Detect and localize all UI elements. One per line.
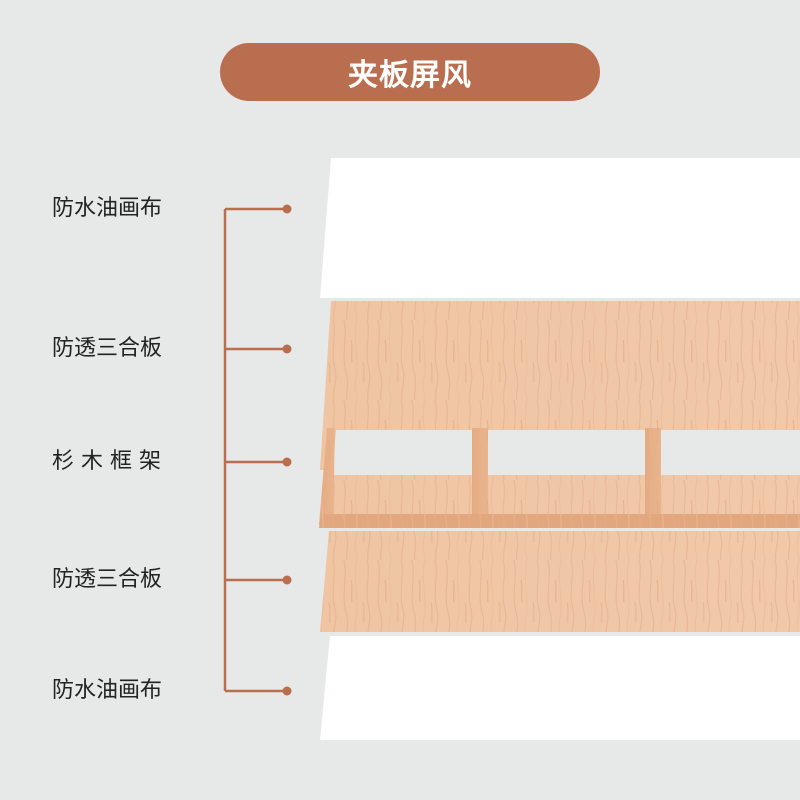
bracket-connector (223, 204, 292, 696)
connector-dot-layer-1 (282, 204, 292, 214)
layer-label-plywood-lower: 防透三合板 (52, 567, 163, 592)
layer-label-fir-frame: 杉 木 框 架 (52, 449, 161, 474)
fir-frame-layer (319, 428, 800, 528)
canvas-layer-top (320, 158, 800, 298)
canvas-layer-bottom (320, 636, 800, 740)
connector-dot-layer-5 (282, 686, 292, 696)
layer-label-plywood-upper: 防透三合板 (52, 336, 163, 361)
title-banner: 夹板屏风 (220, 43, 600, 101)
connector-dot-layer-4 (282, 575, 292, 585)
plywood-layer-upper (320, 301, 800, 470)
layer-label-canvas-bottom: 防水油画布 (52, 678, 163, 703)
connector-dot-layer-3 (282, 457, 292, 467)
layer-label-canvas-top: 防水油画布 (52, 196, 163, 221)
plywood-layer-lower (320, 531, 800, 632)
connector-dot-layer-2 (282, 344, 292, 354)
page-title: 夹板屏风 (348, 58, 472, 93)
